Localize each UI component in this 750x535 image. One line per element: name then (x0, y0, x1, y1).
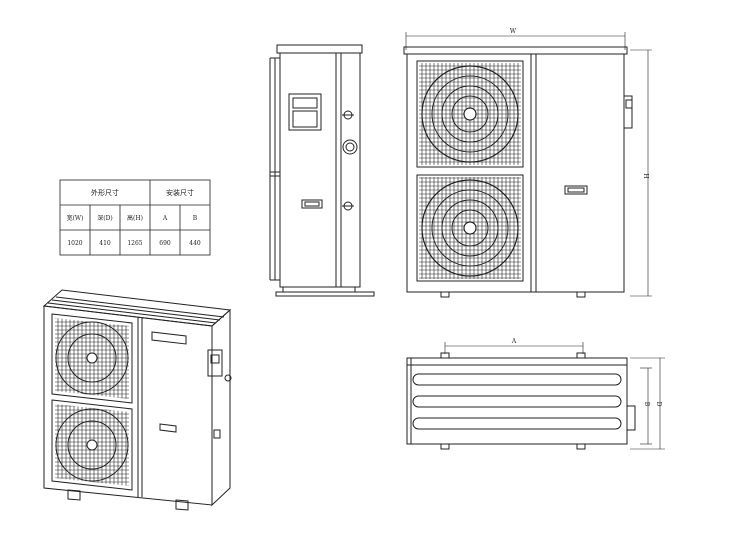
iso-label-plate (151, 331, 187, 345)
front-view (403, 32, 652, 298)
dimension-label-b: B (643, 402, 650, 407)
spec-val-width: 1020 (67, 240, 82, 247)
front-body (406, 53, 625, 293)
dimension-label-a: A (511, 338, 517, 345)
fan-grille-lower (416, 174, 524, 282)
spec-val-depth: 410 (99, 240, 111, 247)
spec-col-height: 高(H) (127, 214, 143, 222)
side-gauge (342, 139, 358, 155)
dimension-label-w: W (510, 28, 517, 35)
spec-header-install: 安装尺寸 (166, 188, 194, 197)
fan-hub-lower (463, 221, 477, 235)
iso-side-handle (207, 349, 223, 377)
top-view (406, 342, 665, 450)
side-slot (301, 199, 323, 209)
spec-table (59, 179, 211, 256)
side-body (279, 52, 361, 288)
fan-hub-upper (463, 107, 477, 121)
side-top-cap (276, 44, 363, 54)
spec-col-width: 宽(W) (67, 214, 84, 222)
dimension-label-h: H (642, 173, 649, 178)
side-base-foot (275, 291, 375, 297)
top-body (406, 357, 628, 445)
spec-val-a: 690 (159, 240, 171, 247)
iso-side-face (211, 308, 231, 507)
top-slot-3 (412, 417, 622, 430)
spec-val-height: 1265 (127, 240, 142, 247)
front-top-cap (403, 46, 628, 55)
side-handle-panel (288, 93, 322, 131)
top-slot-1 (412, 373, 622, 386)
spec-col-a: A (162, 215, 168, 222)
spec-header-outline: 外形尺寸 (91, 188, 119, 197)
fan-grille-upper (416, 60, 524, 168)
iso-fan-upper (51, 313, 133, 404)
spec-col-b: B (193, 215, 198, 222)
iso-fan-lower (51, 399, 133, 491)
dimension-label-d: D (655, 402, 662, 407)
spec-table-text: 外形尺寸 安装尺寸 宽(W) 深(D) 高(H) A B 1020 410 12… (67, 188, 201, 247)
spec-val-b: 440 (189, 240, 201, 247)
front-side-box (623, 95, 633, 129)
iso-handle-slot (159, 423, 177, 433)
front-handle-slot (564, 185, 588, 195)
top-slot-2 (412, 395, 622, 408)
isometric-view (42, 289, 232, 511)
spec-col-depth: 深(D) (97, 214, 113, 222)
side-view (269, 44, 375, 297)
